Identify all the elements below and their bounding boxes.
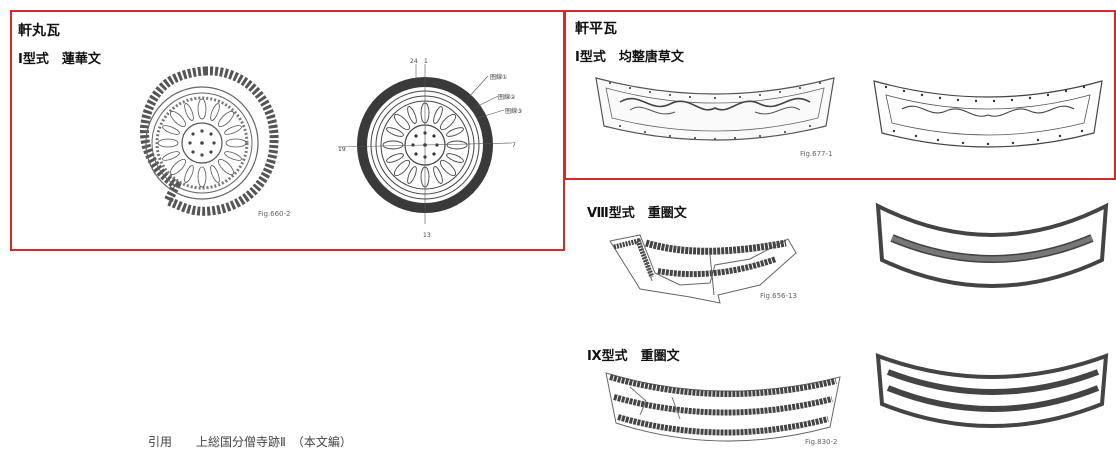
- maru-rubbing-figure: [140, 66, 279, 216]
- fig-830-2: Fig.830-2: [805, 438, 838, 446]
- hira-type8-rubbing: [609, 234, 797, 304]
- hira-type9-label: Ⅸ型式 重圏文: [587, 349, 680, 364]
- ring-label-2: 圏線②: [498, 94, 516, 101]
- hira-type1-rubbing: [595, 77, 835, 141]
- fig-677-1: Fig.677-1: [800, 150, 833, 158]
- citation: 引用 上総国分僧寺跡Ⅱ （本文編）: [148, 435, 352, 449]
- hira-type9-drawing: [875, 353, 1109, 428]
- diagram-num-13: 13: [423, 232, 431, 239]
- hira-type8-drawing: [875, 202, 1109, 288]
- maru-heading: 軒丸瓦: [18, 23, 60, 39]
- ring-label-1: 圏線①: [490, 74, 508, 81]
- hira-type1-label: Ⅰ型式 均整唐草文: [575, 50, 684, 65]
- diagram-num-24: 24: [410, 58, 418, 65]
- hira-frame: [564, 10, 1116, 180]
- hira-type1-drawing: [873, 80, 1103, 148]
- maru-type-label: Ⅰ型式 蓮華文: [18, 52, 101, 67]
- diagram-num-1: 1: [424, 58, 428, 65]
- diagram-num-19: 19: [338, 146, 346, 153]
- hira-type9-rubbing: [605, 372, 841, 442]
- maru-diagram-figure: [337, 64, 513, 224]
- ring-label-3: 圏線③: [505, 108, 523, 115]
- fig-660-2: Fig.660-2: [258, 210, 291, 218]
- hira-type8-label: Ⅷ型式 重圏文: [587, 206, 687, 221]
- diagram-num-7: 7: [512, 142, 516, 149]
- fig-656-13: Fig.656-13: [760, 292, 797, 300]
- hira-heading: 軒平瓦: [575, 21, 617, 37]
